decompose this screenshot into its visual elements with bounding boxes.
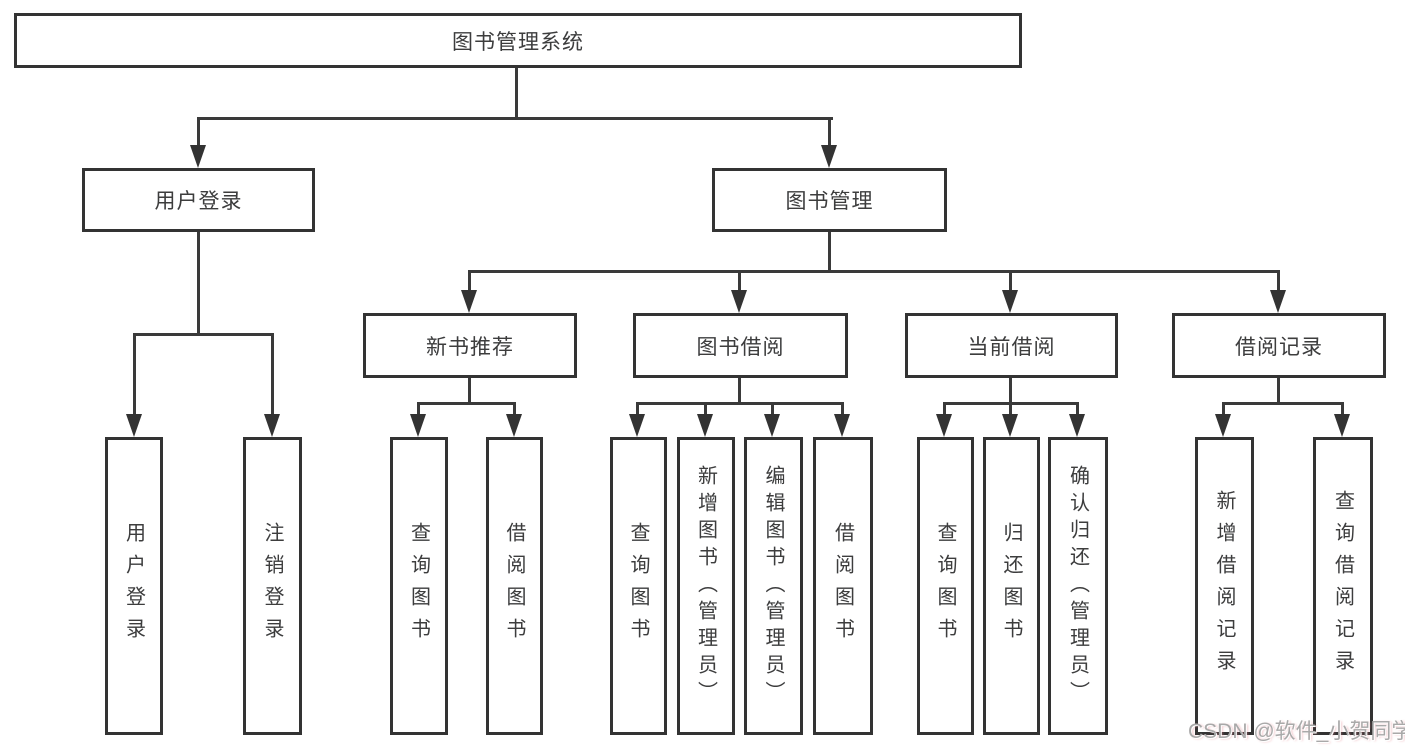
- connector-borrow-records-stem: [1277, 378, 1280, 405]
- leaf-return-book: 归还图书: [983, 437, 1040, 735]
- connector-drop-leaf-logout: [271, 333, 274, 415]
- connector-current-borrow-stem: [1009, 378, 1012, 405]
- connector-drop-leaf: [1076, 402, 1079, 416]
- connector-book-mgmt-bar: [468, 270, 1280, 273]
- arrowhead-down-icon: [1069, 414, 1085, 437]
- arrowhead-down-icon: [697, 414, 713, 437]
- connector-drop-leaf: [636, 402, 639, 416]
- connector-drop-leaf-login: [133, 333, 136, 415]
- leaf-add-book-admin: 新增图书（管理员）: [677, 437, 735, 735]
- connector-book-borrow-stem: [738, 378, 741, 405]
- connector-drop-book-mgmt: [828, 117, 831, 148]
- csdn-watermark: CSDN @软件_小贺同学: [1188, 720, 1405, 743]
- leaf-query-book: 查询图书: [610, 437, 667, 735]
- node-library-management-system: 图书管理系统: [14, 13, 1022, 68]
- leaf-edit-book-admin: 编辑图书（管理员）: [744, 437, 803, 735]
- connector-drop-leaf: [1009, 402, 1012, 416]
- arrowhead-down-icon: [936, 414, 952, 437]
- leaf-confirm-return-admin: 确认归还（管理员）: [1048, 437, 1108, 735]
- connector-drop-borrow-records: [1277, 270, 1280, 294]
- connector-book-borrow-bar: [636, 402, 844, 405]
- connector-user-login-stem: [197, 232, 200, 336]
- node-borrow-records: 借阅记录: [1172, 313, 1386, 378]
- arrowhead-down-icon: [1334, 414, 1350, 437]
- connector-drop-leaf: [943, 402, 946, 416]
- arrowhead-down-icon: [1002, 290, 1018, 313]
- leaf-logout: 注销登录: [243, 437, 302, 735]
- connector-drop-user-login: [197, 117, 200, 148]
- arrowhead-down-icon: [821, 145, 837, 168]
- connector-new-book-bar: [417, 402, 516, 405]
- connector-drop-leaf: [704, 402, 707, 416]
- arrowhead-down-icon: [1270, 290, 1286, 313]
- leaf-borrow-book: 借阅图书: [813, 437, 873, 735]
- connector-root-stem: [515, 68, 518, 118]
- arrowhead-down-icon: [1215, 414, 1231, 437]
- leaf-add-borrow-record: 新增借阅记录: [1195, 437, 1254, 735]
- node-new-book-recommend: 新书推荐: [363, 313, 577, 378]
- connector-user-login-bar: [133, 333, 274, 336]
- connector-drop-leaf: [417, 402, 420, 416]
- arrowhead-down-icon: [264, 414, 280, 437]
- arrowhead-down-icon: [764, 414, 780, 437]
- connector-drop-current-borrow: [1009, 270, 1012, 294]
- leaf-query-book: 查询图书: [917, 437, 974, 735]
- node-user-login: 用户登录: [82, 168, 315, 232]
- arrowhead-down-icon: [506, 414, 522, 437]
- arrowhead-down-icon: [731, 290, 747, 313]
- leaf-query-book: 查询图书: [390, 437, 448, 735]
- arrowhead-down-icon: [190, 145, 206, 168]
- connector-new-book-stem: [468, 378, 471, 405]
- node-current-borrowing: 当前借阅: [905, 313, 1118, 378]
- arrowhead-down-icon: [461, 290, 477, 313]
- connector-root-bar: [197, 117, 833, 120]
- arrowhead-down-icon: [834, 414, 850, 437]
- arrowhead-down-icon: [410, 414, 426, 437]
- arrowhead-down-icon: [629, 414, 645, 437]
- connector-drop-leaf: [1341, 402, 1344, 416]
- connector-drop-leaf: [513, 402, 516, 416]
- node-book-borrowing: 图书借阅: [633, 313, 848, 378]
- connector-drop-book-borrow: [738, 270, 741, 294]
- connector-drop-leaf: [841, 402, 844, 416]
- arrowhead-down-icon: [1002, 414, 1018, 437]
- leaf-user-login: 用户登录: [105, 437, 163, 735]
- connector-drop-leaf: [1222, 402, 1225, 416]
- connector-drop-new-book: [468, 270, 471, 294]
- arrowhead-down-icon: [126, 414, 142, 437]
- node-book-management: 图书管理: [712, 168, 947, 232]
- connector-drop-leaf: [771, 402, 774, 416]
- leaf-borrow-book: 借阅图书: [486, 437, 543, 735]
- connector-book-mgmt-stem: [828, 232, 831, 272]
- connector-borrow-records-bar: [1222, 402, 1344, 405]
- leaf-query-borrow-record: 查询借阅记录: [1313, 437, 1373, 735]
